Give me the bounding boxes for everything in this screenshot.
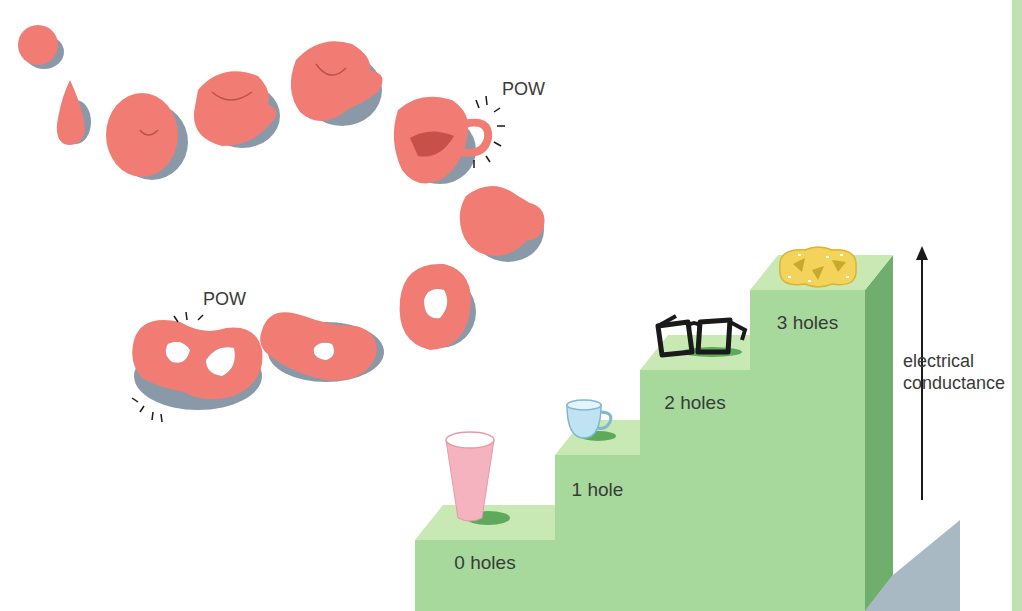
blob-bulge (291, 41, 383, 121)
blob-two-hole (132, 320, 262, 399)
blob-mug (460, 186, 543, 256)
sound-effect: POW (502, 78, 562, 100)
blue-teacup-rim (567, 400, 601, 410)
glasses-lens (698, 320, 730, 352)
blob-donut (260, 312, 376, 380)
stair-step: 1 hole (555, 455, 640, 611)
stair-step: 0 holes (415, 540, 555, 611)
stair-step: 3 holes (750, 290, 865, 611)
pretzel (780, 247, 856, 287)
pretzel-salt (788, 254, 849, 282)
blob-dimple (316, 64, 346, 75)
blob-sphere (18, 25, 58, 65)
glasses-arm (658, 316, 676, 326)
pretzel-hole (832, 260, 846, 272)
stair-side (865, 255, 893, 611)
blobs (18, 25, 542, 399)
blob-dent (194, 71, 277, 146)
glasses-lens (658, 322, 692, 355)
step-label: 2 holes (640, 392, 750, 414)
pink-cup (446, 440, 494, 521)
glasses-bridge (688, 323, 700, 326)
blob-handle (516, 206, 541, 237)
blob-shadows (24, 35, 544, 410)
pretzel-hole (793, 258, 805, 272)
sound-effect: POW (203, 288, 263, 310)
pow-marks (132, 96, 505, 422)
arrow-head (916, 246, 928, 260)
pretzel-hole (812, 266, 824, 280)
step-label: 1 hole (555, 479, 640, 501)
step-label: 3 holes (750, 312, 865, 334)
border-strip (1012, 0, 1022, 611)
stair-step: 2 holes (640, 370, 750, 611)
blob-cup (394, 97, 468, 184)
blob-handle (462, 123, 488, 153)
glasses-arm (730, 322, 745, 340)
blob-teardrop (57, 80, 85, 145)
axis-label: electrical conductance (903, 350, 1013, 394)
blob-cup-opening (410, 131, 454, 156)
blob-torus (400, 264, 471, 350)
teacup-handle (597, 412, 611, 428)
blob-dimple (212, 92, 252, 100)
blob-egg (106, 93, 178, 177)
blob-dimple (140, 130, 158, 135)
pink-cup-rim (446, 432, 494, 448)
step-label: 0 holes (415, 552, 555, 574)
